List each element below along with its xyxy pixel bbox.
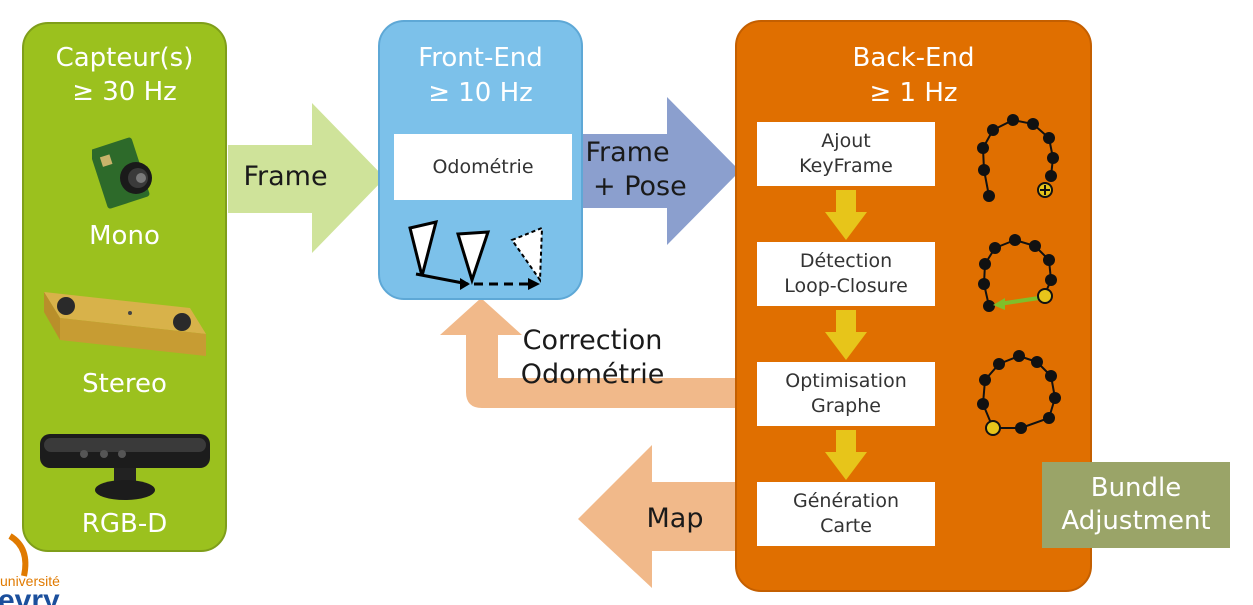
sensors-title: Capteur(s) bbox=[55, 43, 194, 73]
sensors-rate: ≥ 30 Hz bbox=[72, 77, 177, 107]
odometry-box: Odométrie bbox=[394, 134, 572, 200]
step-loop-closure-line2: Loop-Closure bbox=[784, 275, 908, 297]
sensors-panel: Capteur(s) ≥ 30 Hz Mono Stereo RGB-D bbox=[22, 22, 227, 552]
bundle-adjustment-line2: Adjustment bbox=[1061, 506, 1211, 536]
step-graph-optimisation-line1: Optimisation bbox=[785, 370, 907, 392]
backend-rate: ≥ 1 Hz bbox=[869, 78, 958, 108]
svg-text:evry: evry bbox=[0, 584, 60, 605]
bundle-adjustment-line1: Bundle bbox=[1090, 473, 1182, 503]
stereo-camera-image bbox=[44, 292, 206, 356]
map-arrow-label: Map bbox=[646, 503, 704, 534]
step-map-generation: Génération Carte bbox=[757, 482, 935, 546]
correction-label-line1: Correction bbox=[522, 325, 663, 356]
frame-pose-arrow bbox=[583, 97, 740, 245]
map-arrow bbox=[578, 445, 735, 588]
backend-panel: Back-End ≥ 1 Hz Ajout KeyFrame Détection… bbox=[735, 20, 1092, 592]
pose-graph-optimised-icon bbox=[977, 350, 1061, 436]
pose-graph-open-icon bbox=[977, 114, 1059, 202]
sensor-stereo-label: Stereo bbox=[82, 369, 167, 399]
step-add-keyframe: Ajout KeyFrame bbox=[757, 122, 935, 186]
frontend-rate: ≥ 10 Hz bbox=[428, 78, 533, 108]
frame-pose-label-line1: Frame bbox=[585, 137, 670, 168]
step-loop-closure-line1: Détection bbox=[799, 250, 893, 272]
frontend-title: Front-End bbox=[418, 43, 543, 73]
step-arrows bbox=[825, 190, 867, 480]
svg-text:université: université bbox=[0, 573, 60, 589]
step-map-generation-line2: Carte bbox=[820, 515, 872, 537]
frame-pose-label-line2: + Pose bbox=[593, 171, 687, 202]
step-loop-closure: Détection Loop-Closure bbox=[757, 242, 935, 306]
step-arrow-3 bbox=[825, 430, 867, 480]
odometry-label: Odométrie bbox=[432, 155, 534, 178]
backend-title: Back-End bbox=[852, 43, 975, 73]
sensor-mono-label: Mono bbox=[89, 221, 160, 251]
sensor-rgbd-label: RGB-D bbox=[81, 509, 168, 539]
frame-arrow bbox=[228, 103, 385, 253]
step-graph-optimisation: Optimisation Graphe bbox=[757, 362, 935, 426]
step-graph-optimisation-line2: Graphe bbox=[811, 395, 881, 417]
bundle-adjustment-callout: Bundle Adjustment bbox=[1042, 462, 1230, 548]
correction-label-line2: Odométrie bbox=[520, 359, 665, 390]
step-arrow-1 bbox=[825, 190, 867, 240]
step-arrow-2 bbox=[825, 310, 867, 360]
step-map-generation-line1: Génération bbox=[793, 490, 899, 512]
mono-camera-image bbox=[92, 137, 152, 209]
odometry-trajectory-icon bbox=[408, 219, 544, 290]
rgbd-kinect-image bbox=[40, 434, 210, 500]
university-logo: université evry bbox=[0, 533, 60, 605]
pose-graph-loop-detect-icon bbox=[978, 234, 1057, 312]
step-add-keyframe-line1: Ajout bbox=[821, 130, 871, 152]
correction-arrow bbox=[440, 298, 735, 408]
frontend-panel: Front-End ≥ 10 Hz Odométrie bbox=[378, 20, 583, 300]
step-add-keyframe-line2: KeyFrame bbox=[799, 155, 893, 177]
frame-arrow-label: Frame bbox=[243, 161, 328, 192]
